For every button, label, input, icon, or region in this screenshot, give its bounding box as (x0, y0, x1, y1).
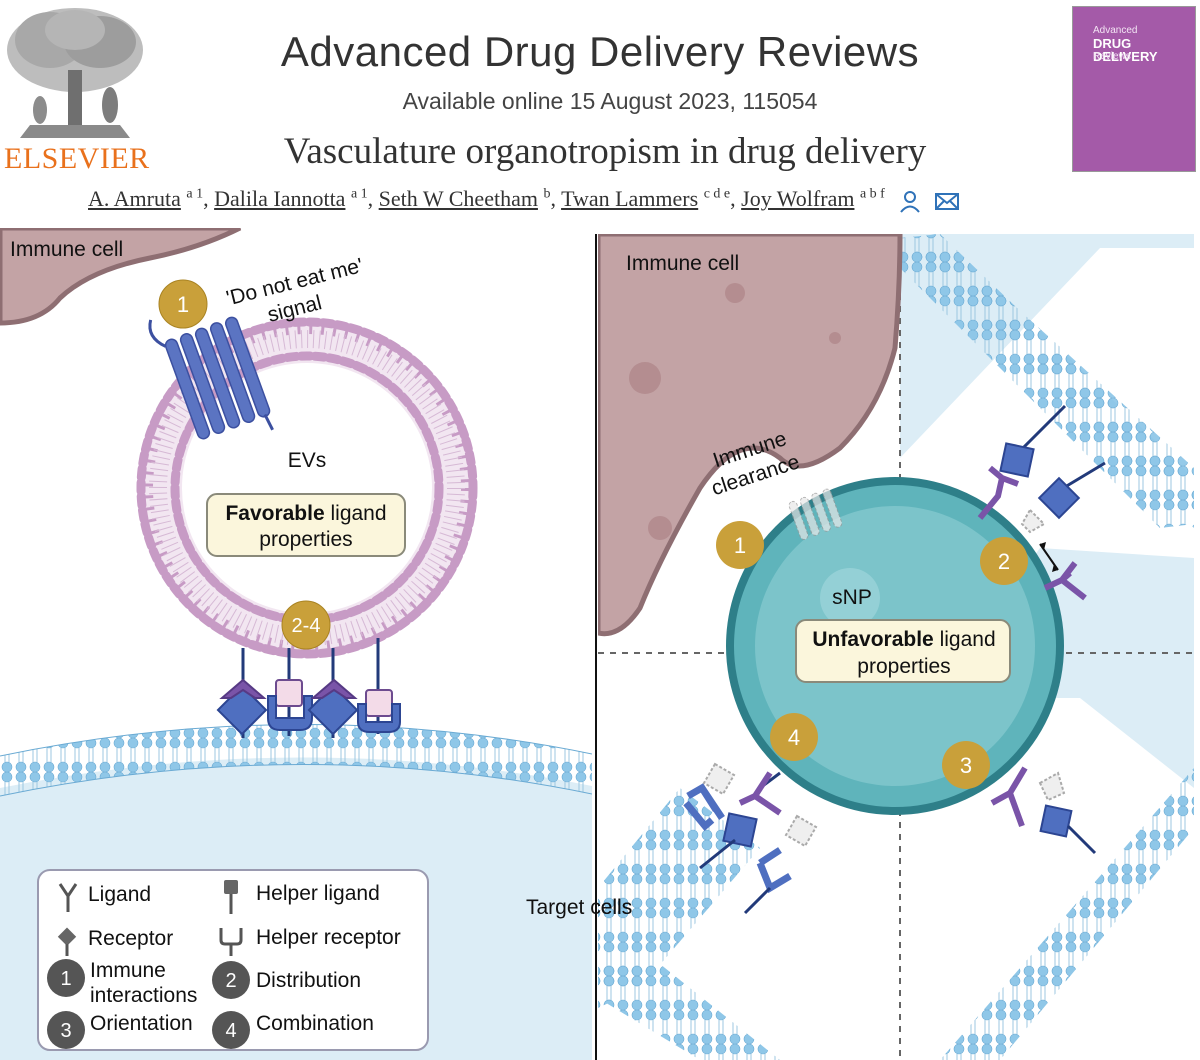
person-icon[interactable] (898, 189, 922, 213)
badge-2-right-label: 2 (998, 549, 1010, 574)
helper-ligand-legend-icon (224, 880, 238, 894)
legend-immune-line1: Immune (90, 959, 166, 982)
legend-immune-line2: interactions (90, 984, 197, 1007)
badge-3-right (942, 741, 990, 789)
badge-2-right (980, 537, 1028, 585)
legend-combination: Combination (256, 1012, 374, 1035)
legend: Ligand Helper ligand Receptor Helper rec… (37, 869, 429, 1051)
immune-cell-label: Immune cell (10, 238, 123, 261)
legend-orientation: Orientation (90, 1012, 193, 1035)
author-affiliation[interactable]: b (543, 186, 551, 202)
membrane-left-band (598, 788, 760, 1008)
left-panel: Immune cell 1 'Do not eat me' signal EVs (0, 228, 592, 1060)
immune-cell-right (598, 234, 903, 637)
article-title: Vasculature organotropism in drug delive… (283, 131, 927, 172)
np-label: sNP (832, 586, 872, 609)
favorable-box-line1: Favorable ligand (225, 502, 386, 525)
legend-badge-4 (212, 1011, 250, 1049)
legend-ligand: Ligand (88, 883, 151, 906)
author-list: A. Amruta a 1, Dalila Iannotta a 1, Seth… (88, 186, 960, 213)
helper-pair-2 (357, 689, 401, 733)
mail-icon[interactable] (934, 189, 960, 213)
elsevier-tree-logo (0, 0, 150, 145)
badge-2-4 (281, 600, 331, 650)
availability-line: Available online 15 August 2023, 115054 (402, 88, 818, 114)
receptor-diamond-1 (216, 678, 268, 736)
author-affiliation[interactable]: a 1 (350, 186, 368, 202)
target-cells-label-overlay: Target cells (526, 896, 632, 919)
author-affiliation[interactable]: a 1 (186, 186, 204, 202)
ev-label: EVs (288, 449, 327, 472)
legend-badge-3-num: 3 (60, 1020, 71, 1042)
badge-4-right (770, 713, 818, 761)
legend-badge-1 (47, 959, 85, 997)
cover-line3: Reviews (1093, 51, 1131, 62)
legend-distribution: Distribution (256, 969, 361, 992)
do-not-eat-me-protein (148, 316, 274, 440)
badge-4-right-label: 4 (788, 725, 800, 750)
immune-cell-right-label: Immune cell (626, 252, 739, 275)
combination-cluster (683, 762, 818, 915)
ligand-legend-icon (58, 883, 78, 912)
legend-badge-2 (212, 961, 250, 999)
membrane-bottom-right-band (940, 768, 1194, 1060)
cover-line1: Advanced (1093, 25, 1138, 36)
badge-1-right-label: 1 (734, 533, 746, 558)
author-link[interactable]: Dalila Iannotta (214, 186, 346, 211)
orientation-cluster (990, 766, 1097, 855)
graphical-abstract: Immune cell 1 'Do not eat me' signal EVs (0, 228, 1194, 1060)
badge-1-left-label: 1 (177, 292, 189, 317)
target-cells-label: Target cells (526, 896, 632, 919)
author-link[interactable]: Seth W Cheetham (378, 186, 538, 211)
badge-2-4-label: 2-4 (292, 615, 321, 637)
badge-3-right-label: 3 (960, 753, 972, 778)
immune-contact-protein (788, 488, 843, 541)
cover-line2: DRUG DELIVERY (1093, 36, 1158, 64)
journal-cover-thumbnail[interactable]: Advanced DRUG DELIVERY Reviews (1072, 6, 1196, 172)
author-affiliation[interactable]: a b f (859, 186, 885, 202)
author-link[interactable]: A. Amruta (88, 186, 181, 211)
receptor-diamond-2 (307, 678, 359, 736)
legend-helper-receptor: Helper receptor (256, 926, 401, 949)
right-panel: Immune cell Immune clearance sNP Unfavor… (526, 234, 1194, 1060)
unfavorable-box (795, 619, 1011, 683)
membrane-top-right-band (900, 234, 1194, 528)
legend-badge-2-num: 2 (225, 970, 236, 992)
distribution-cluster (977, 404, 1106, 601)
author-link[interactable]: Twan Lammers (561, 186, 699, 211)
helper-pair-1 (267, 679, 313, 731)
unfavorable-box-line1: Unfavorable ligand (812, 628, 995, 651)
unfavorable-box-line2: properties (857, 655, 950, 678)
journal-title[interactable]: Advanced Drug Delivery Reviews (280, 28, 920, 75)
publisher-logo-text: ELSEVIER (4, 142, 150, 175)
favorable-box-line2: properties (259, 528, 352, 551)
badge-1-left (158, 279, 208, 329)
badge-1-right (716, 521, 764, 569)
legend-receptor: Receptor (88, 927, 173, 950)
author-affiliation[interactable]: c d e (703, 186, 731, 202)
article-header: ELSEVIER Advanced Drug Delivery Reviews … (0, 0, 1200, 228)
legend-helper-ligand: Helper ligand (256, 882, 380, 905)
target-cell-membrane (0, 724, 592, 796)
author-link[interactable]: Joy Wolfram (741, 186, 855, 211)
favorable-box (206, 493, 406, 557)
legend-badge-3 (47, 1011, 85, 1049)
legend-badge-1-num: 1 (60, 968, 71, 990)
legend-badge-4-num: 4 (225, 1020, 236, 1042)
immune-cell-left (0, 228, 242, 326)
